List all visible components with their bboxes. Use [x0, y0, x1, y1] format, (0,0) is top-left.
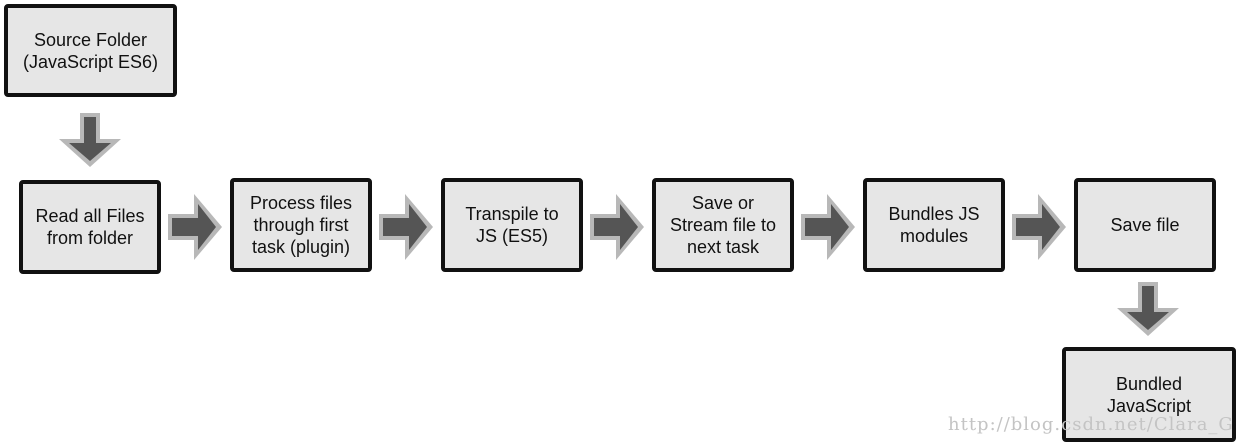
node-source-folder-label: Source Folder (JavaScript ES6): [22, 29, 159, 72]
node-bundled-javascript-label: Bundled JavaScript: [1106, 373, 1192, 416]
node-bundled-javascript: Bundled JavaScript: [1062, 347, 1236, 442]
node-bundles-modules: Bundles JS modules: [863, 178, 1005, 272]
node-save-file: Save file: [1074, 178, 1216, 272]
node-save-file-label: Save file: [1110, 215, 1180, 235]
node-transpile-label: Transpile to JS (ES5): [465, 204, 559, 246]
arrow-right-process-to-transpile: [379, 194, 433, 260]
node-read-files: Read all Files from folder: [19, 180, 161, 274]
arrow-right-bundle-to-save-file: [1012, 194, 1066, 260]
watermark-text: http://blog.csdn.net/Clara_G: [948, 414, 1234, 435]
node-source-folder: Source Folder (JavaScript ES6): [4, 4, 177, 97]
node-save-or-stream-label: Save or Stream file to next task: [669, 193, 777, 257]
node-transpile: Transpile to JS (ES5): [441, 178, 583, 272]
arrow-down-source-to-read: [59, 113, 121, 167]
arrow-right-read-to-process: [168, 194, 222, 260]
arrow-right-save-stream-to-bundle: [801, 194, 855, 260]
node-save-or-stream: Save or Stream file to next task: [652, 178, 794, 272]
node-process-files: Process files through first task (plugin…: [230, 178, 372, 272]
node-process-files-label: Process files through first task (plugin…: [249, 193, 353, 257]
arrow-right-transpile-to-save-stream: [590, 194, 644, 260]
arrow-down-save-file-to-bundled: [1117, 282, 1179, 336]
node-read-files-label: Read all Files from folder: [35, 206, 145, 248]
node-bundles-modules-label: Bundles JS modules: [888, 204, 980, 246]
